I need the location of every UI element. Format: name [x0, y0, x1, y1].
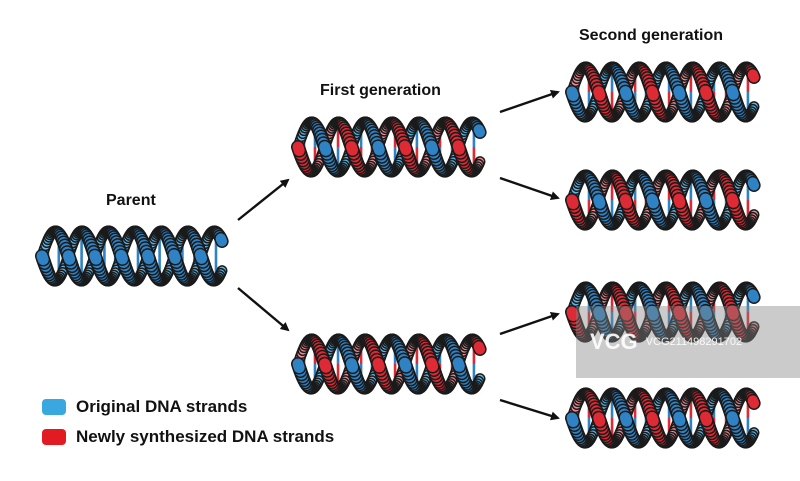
first-generation-label: First generation [320, 82, 441, 99]
strand-b-segment [593, 86, 606, 101]
strand-a-segment [619, 194, 633, 209]
strand-a-segment [619, 412, 633, 427]
legend-label-original: Original DNA strands [76, 397, 248, 416]
strand-b-segment [372, 357, 385, 373]
strand-a-segment [566, 306, 579, 322]
strand-b-segment [699, 193, 713, 209]
helix-first-top [291, 116, 487, 178]
strand-a-segment [673, 305, 686, 321]
strand-a-segment [194, 249, 208, 264]
strand-a-segment [345, 358, 359, 373]
strand-a-segment [619, 306, 633, 321]
strand-a-segment [142, 249, 155, 265]
strand-b-segment [319, 358, 332, 373]
arrows-layer [237, 90, 560, 421]
helix-second-2 [565, 169, 761, 231]
strand-b-segment [425, 357, 439, 373]
strand-b-segment [747, 69, 760, 83]
original-strand-swatch [42, 399, 66, 415]
strand-a-segment [566, 412, 579, 428]
strand-a-segment [726, 411, 739, 426]
strand-b-segment [425, 140, 439, 156]
strand-a-segment [345, 141, 359, 156]
strand-b-segment [747, 395, 760, 409]
arrow-first-bottom-to-second-4 [499, 398, 560, 421]
strand-a-segment [36, 250, 49, 266]
strand-a-segment [619, 86, 633, 101]
arrow-first-bottom-to-second-3 [499, 312, 560, 336]
strand-b-segment [115, 249, 128, 265]
strand-b-segment [593, 412, 606, 427]
second-generation-label: Second generation [579, 27, 724, 44]
legend-item-new: Newly synthesized DNA strands [42, 424, 334, 450]
strand-b-segment [747, 177, 760, 191]
helix-layer [35, 61, 761, 449]
arrow-first-top-to-second-1 [499, 90, 560, 114]
strand-b-segment [699, 85, 713, 101]
strand-b-segment [62, 250, 76, 265]
strand-a-segment [292, 141, 305, 157]
strand-b-segment [699, 411, 713, 427]
strand-a-segment [452, 357, 465, 372]
strand-b-segment [372, 140, 385, 156]
strand-b-segment [319, 141, 332, 156]
strand-a-segment [726, 85, 739, 100]
helix-first-bottom [291, 333, 487, 395]
legend: Original DNA strands Newly synthesized D… [42, 394, 334, 450]
strand-a-segment [399, 140, 412, 156]
helix-second-4 [565, 387, 761, 449]
new-strand-swatch [42, 429, 66, 445]
strand-a-segment [566, 194, 579, 210]
legend-item-original: Original DNA strands [42, 394, 334, 420]
strand-b-segment [473, 341, 486, 355]
strand-b-segment [699, 305, 713, 321]
watermark-text: VCG211498291702 [645, 336, 743, 348]
strand-a-segment [673, 193, 686, 209]
strand-a-segment [726, 193, 739, 208]
strand-a-segment [399, 357, 412, 373]
strand-b-segment [646, 305, 659, 321]
strand-b-segment [747, 289, 760, 303]
strand-b-segment [593, 306, 606, 321]
legend-label-new: Newly synthesized DNA strands [76, 427, 335, 446]
strand-a-segment [89, 250, 102, 265]
strand-a-segment [566, 86, 579, 102]
strand-b-segment [646, 85, 659, 101]
strand-a-segment [452, 140, 465, 155]
strand-b-segment [215, 233, 228, 247]
strand-b-segment [593, 194, 606, 209]
strand-b-segment [646, 193, 659, 209]
helix-second-1 [565, 61, 761, 123]
strand-b-segment [473, 124, 486, 138]
strand-a-segment [292, 358, 305, 374]
strand-b-segment [168, 249, 181, 265]
arrow-first-top-to-second-2 [499, 176, 560, 200]
strand-a-segment [726, 305, 739, 320]
strand-b-segment [646, 411, 659, 427]
helix-second-3 [565, 281, 761, 343]
parent-label: Parent [106, 192, 156, 209]
watermark: VCG VCG211498291702 [576, 306, 800, 378]
arrow-parent-to-first-bottom [237, 287, 290, 332]
watermark-logo: VCG [590, 329, 638, 354]
arrow-parent-to-first-top [237, 178, 290, 221]
strand-a-segment [673, 85, 686, 101]
helix-parent [35, 225, 229, 287]
strand-a-segment [673, 411, 686, 427]
